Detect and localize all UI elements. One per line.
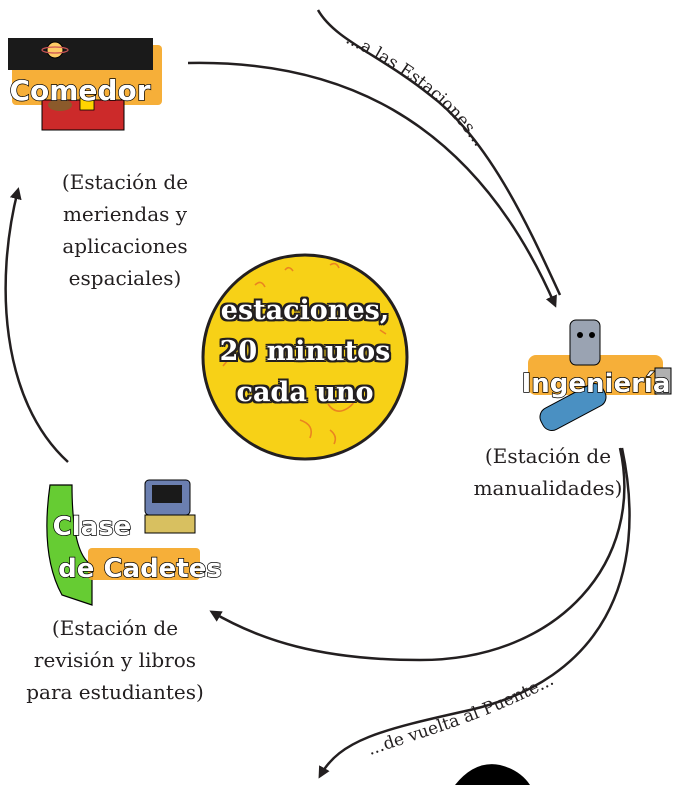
clase-logo: Clase de Cadetes: [46, 479, 223, 606]
ingenieria-logo: Ingeniería: [521, 319, 672, 432]
arc-label-to-bridge: ...de vuelta al Puente...: [365, 670, 557, 760]
arrow-entry-to-ingenieria: [316, 9, 562, 296]
comedor-caption: (Estación de meriendas y aplicaciones es…: [30, 166, 220, 294]
center-label: estaciones, 20 minutos cada uno: [207, 290, 403, 413]
clase-caption-line: (Estación de: [51, 616, 179, 640]
center-disc: [201, 253, 409, 461]
ingenieria-caption: (Estación de manualidades): [443, 440, 653, 504]
center-line-3: cada uno: [236, 377, 374, 408]
ingenieria-caption-line: manualidades): [473, 476, 623, 500]
arrow-comedor-to-ingenieria: [187, 61, 557, 308]
bridge-graphic: [455, 764, 530, 785]
ingenieria-caption-line: (Estación de: [484, 444, 612, 468]
arrow-ingenieria-to-clase: [209, 447, 626, 662]
comedor-logo: Comedor: [8, 38, 162, 131]
clase-logo-text-2: de Cadetes: [58, 554, 222, 584]
ingenieria-logo-text: Ingeniería: [522, 369, 671, 399]
comedor-caption-line: meriendas y: [62, 202, 188, 226]
center-line-2: 20 minutos: [219, 336, 391, 367]
center-line-1: estaciones,: [220, 295, 390, 326]
comedor-caption-line: aplicaciones: [62, 234, 188, 258]
arrow-clase-to-comedor: [4, 187, 69, 463]
comedor-logo-text: Comedor: [9, 74, 150, 107]
comedor-caption-line: espaciales): [68, 266, 182, 290]
comedor-caption-line: (Estación de: [61, 170, 189, 194]
cycle-arrows: [4, 9, 631, 779]
clase-caption-line: para estudiantes): [26, 680, 204, 704]
clase-caption: (Estación de revisión y libros para estu…: [5, 612, 225, 708]
clase-logo-text-1: Clase: [53, 512, 132, 542]
clase-caption-line: revisión y libros: [33, 648, 197, 672]
arrow-ingenieria-to-bridge: [318, 447, 631, 779]
arc-label-to-stations: ...a las Estaciones...: [343, 29, 489, 151]
